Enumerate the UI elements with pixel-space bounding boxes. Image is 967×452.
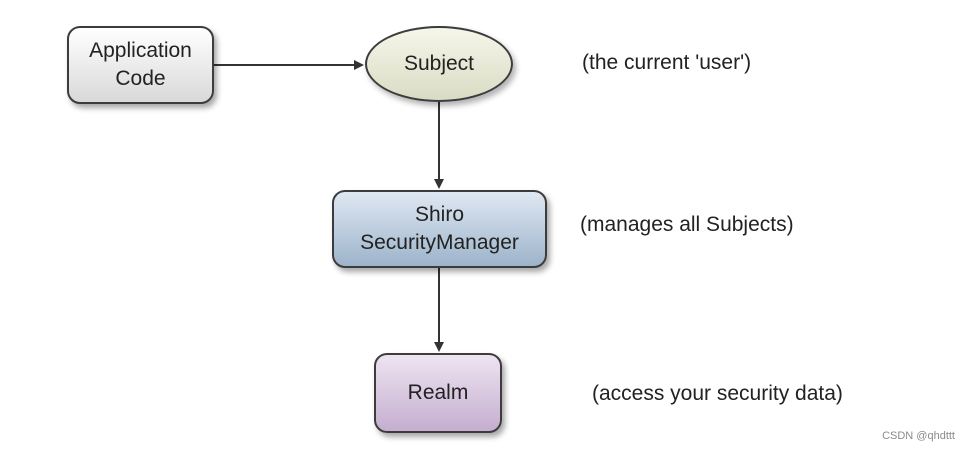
- security-manager-node: Shiro SecurityManager: [332, 190, 547, 268]
- watermark: CSDN @qhdttt: [882, 430, 955, 442]
- application-code-node: Application Code: [67, 26, 214, 104]
- realm-annotation: (access your security data): [592, 382, 843, 405]
- realm-node: Realm: [374, 353, 502, 433]
- subject-node: Subject: [365, 26, 513, 102]
- subject-annotation: (the current 'user'): [582, 51, 752, 74]
- security-manager-annotation: (manages all Subjects): [580, 213, 794, 236]
